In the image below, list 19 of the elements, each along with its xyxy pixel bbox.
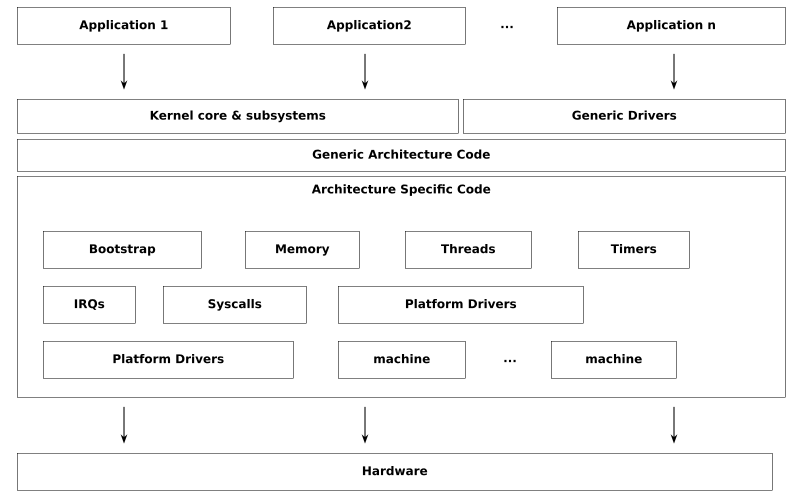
component-box: Application 1	[17, 7, 231, 45]
component-box: Application n	[557, 7, 786, 45]
component-box: Threads	[405, 231, 532, 269]
component-box: Timers	[578, 231, 690, 269]
component-box: Kernel core & subsystems	[17, 99, 459, 134]
component-box: IRQs	[43, 286, 136, 324]
component-box: Application2	[273, 7, 466, 45]
component-box: Generic Architecture Code	[17, 139, 786, 172]
ellipsis: ...	[504, 360, 516, 362]
component-box: Bootstrap	[43, 231, 202, 269]
component-box: Memory	[245, 231, 360, 269]
component-box: Generic Drivers	[463, 99, 786, 134]
component-box: machine	[551, 340, 677, 379]
component-box: machine	[338, 340, 466, 379]
component-box: Hardware	[17, 452, 773, 491]
component-box: Syscalls	[163, 286, 307, 324]
component-box: Platform Drivers	[338, 286, 584, 324]
component-box: Platform Drivers	[43, 340, 294, 379]
ellipsis: ...	[501, 26, 513, 28]
